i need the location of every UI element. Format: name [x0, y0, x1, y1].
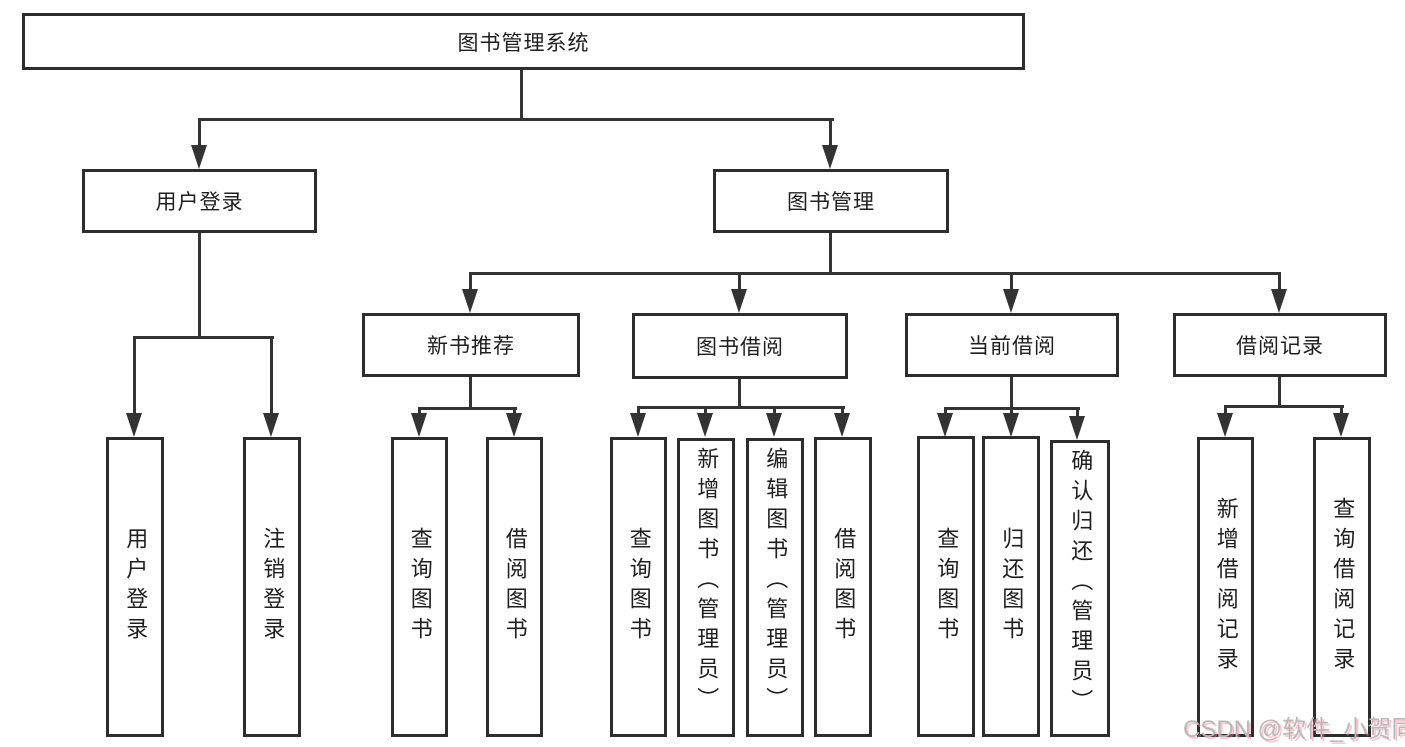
connector-line: [198, 118, 201, 148]
arrow-down-icon: [126, 413, 142, 437]
node-rec-query-books: 查询图书: [391, 437, 448, 737]
connector-line: [418, 407, 517, 410]
node-current-borrowing: 当前借阅: [905, 313, 1119, 377]
connector-line: [198, 233, 201, 339]
connector-line: [841, 406, 844, 416]
node-label: 新增图书（管理员）: [694, 447, 720, 717]
connector-line: [829, 233, 832, 275]
node-book-management: 图书管理: [713, 169, 949, 233]
node-label: 借阅记录: [1236, 335, 1324, 358]
connector-line: [738, 379, 741, 409]
node-user-login-leaf: 用户登录: [106, 437, 164, 737]
node-label: 图书管理: [787, 191, 875, 214]
connector-line: [1224, 405, 1344, 408]
connector-line: [637, 406, 640, 416]
arrow-down-icon: [411, 413, 427, 437]
arrow-down-icon: [937, 413, 953, 437]
connector-line: [1010, 272, 1013, 294]
node-label: 注销登录: [260, 527, 286, 647]
node-label: 借阅图书: [831, 527, 857, 647]
node-label: 图书借阅: [696, 336, 784, 359]
connector-line: [270, 336, 273, 416]
node-label: 查询图书: [626, 527, 652, 647]
node-cb-confirm-return-admin: 确认归还（管理员）: [1050, 440, 1110, 737]
node-label: 新增借阅记录: [1213, 497, 1239, 677]
watermark: CSDN @软件_小贺同学: [1183, 716, 1405, 743]
node-label: 图书管理系统: [457, 31, 590, 55]
node-cb-return-books: 归还图书: [982, 436, 1040, 737]
node-bb-borrow-books: 借阅图书: [814, 437, 872, 737]
connector-line: [1278, 272, 1281, 294]
arrow-down-icon: [191, 145, 207, 169]
connector-line: [1010, 377, 1013, 410]
connector-line: [738, 272, 741, 294]
node-label: 借阅图书: [502, 527, 528, 647]
connector-line: [1076, 407, 1079, 419]
arrow-down-icon: [1333, 413, 1349, 437]
arrow-down-icon: [263, 413, 279, 437]
connector-line: [1340, 405, 1343, 417]
node-label: 归还图书: [999, 526, 1025, 647]
connector-line: [471, 272, 1281, 275]
node-label: 用户登录: [155, 191, 244, 214]
arrow-down-icon: [1003, 413, 1019, 437]
node-label: 当前借阅: [968, 335, 1056, 358]
node-bb-edit-books-admin: 编辑图书（管理员）: [746, 438, 804, 737]
connector-line: [704, 406, 707, 416]
arrow-down-icon: [506, 413, 522, 437]
connector-line: [418, 407, 421, 417]
connector-line: [133, 336, 274, 339]
connector-line: [773, 406, 776, 416]
node-label: 用户登录: [123, 527, 149, 647]
arrow-down-icon: [697, 413, 713, 437]
connector-line: [469, 272, 472, 294]
connector-line: [133, 336, 136, 416]
node-br-query-record: 查询借阅记录: [1313, 437, 1371, 737]
node-cb-query-books: 查询图书: [917, 436, 975, 737]
node-label: 新书推荐: [427, 335, 515, 358]
node-borrowing-records: 借阅记录: [1173, 313, 1387, 377]
node-bb-add-books-admin: 新增图书（管理员）: [677, 438, 735, 737]
node-logout: 注销登录: [243, 437, 301, 737]
connector-line: [1010, 407, 1013, 417]
node-new-book-recommend: 新书推荐: [362, 313, 580, 377]
node-label: 确认归还（管理员）: [1068, 449, 1094, 719]
connector-line: [520, 70, 523, 118]
connector-line: [513, 407, 516, 417]
arrow-down-icon: [1217, 413, 1233, 437]
arrow-down-icon: [834, 413, 850, 437]
arrow-down-icon: [1069, 416, 1085, 440]
node-bb-query-books: 查询图书: [610, 437, 667, 737]
connector-line: [1278, 377, 1281, 408]
connector-line: [829, 118, 832, 148]
node-br-add-record: 新增借阅记录: [1197, 437, 1254, 737]
connector-line: [198, 118, 834, 121]
node-user-login: 用户登录: [82, 169, 317, 233]
node-label: 查询借阅记录: [1330, 497, 1356, 677]
node-book-management-system: 图书管理系统: [22, 13, 1025, 70]
connector-line: [944, 407, 947, 417]
connector-line: [637, 406, 845, 409]
node-label: 查询图书: [407, 527, 433, 647]
connector-line: [1224, 405, 1227, 417]
arrow-down-icon: [1003, 289, 1019, 313]
node-label: 编辑图书（管理员）: [763, 447, 789, 717]
arrow-down-icon: [731, 289, 747, 313]
connector-line: [469, 377, 472, 410]
node-rec-borrow-books: 借阅图书: [486, 437, 543, 737]
node-label: 查询图书: [934, 526, 960, 647]
node-book-borrowing: 图书借阅: [632, 313, 848, 379]
arrow-down-icon: [1271, 289, 1287, 313]
arrow-down-icon: [822, 145, 838, 169]
arrow-down-icon: [766, 413, 782, 437]
arrow-down-icon: [462, 289, 478, 313]
arrow-down-icon: [630, 413, 646, 437]
